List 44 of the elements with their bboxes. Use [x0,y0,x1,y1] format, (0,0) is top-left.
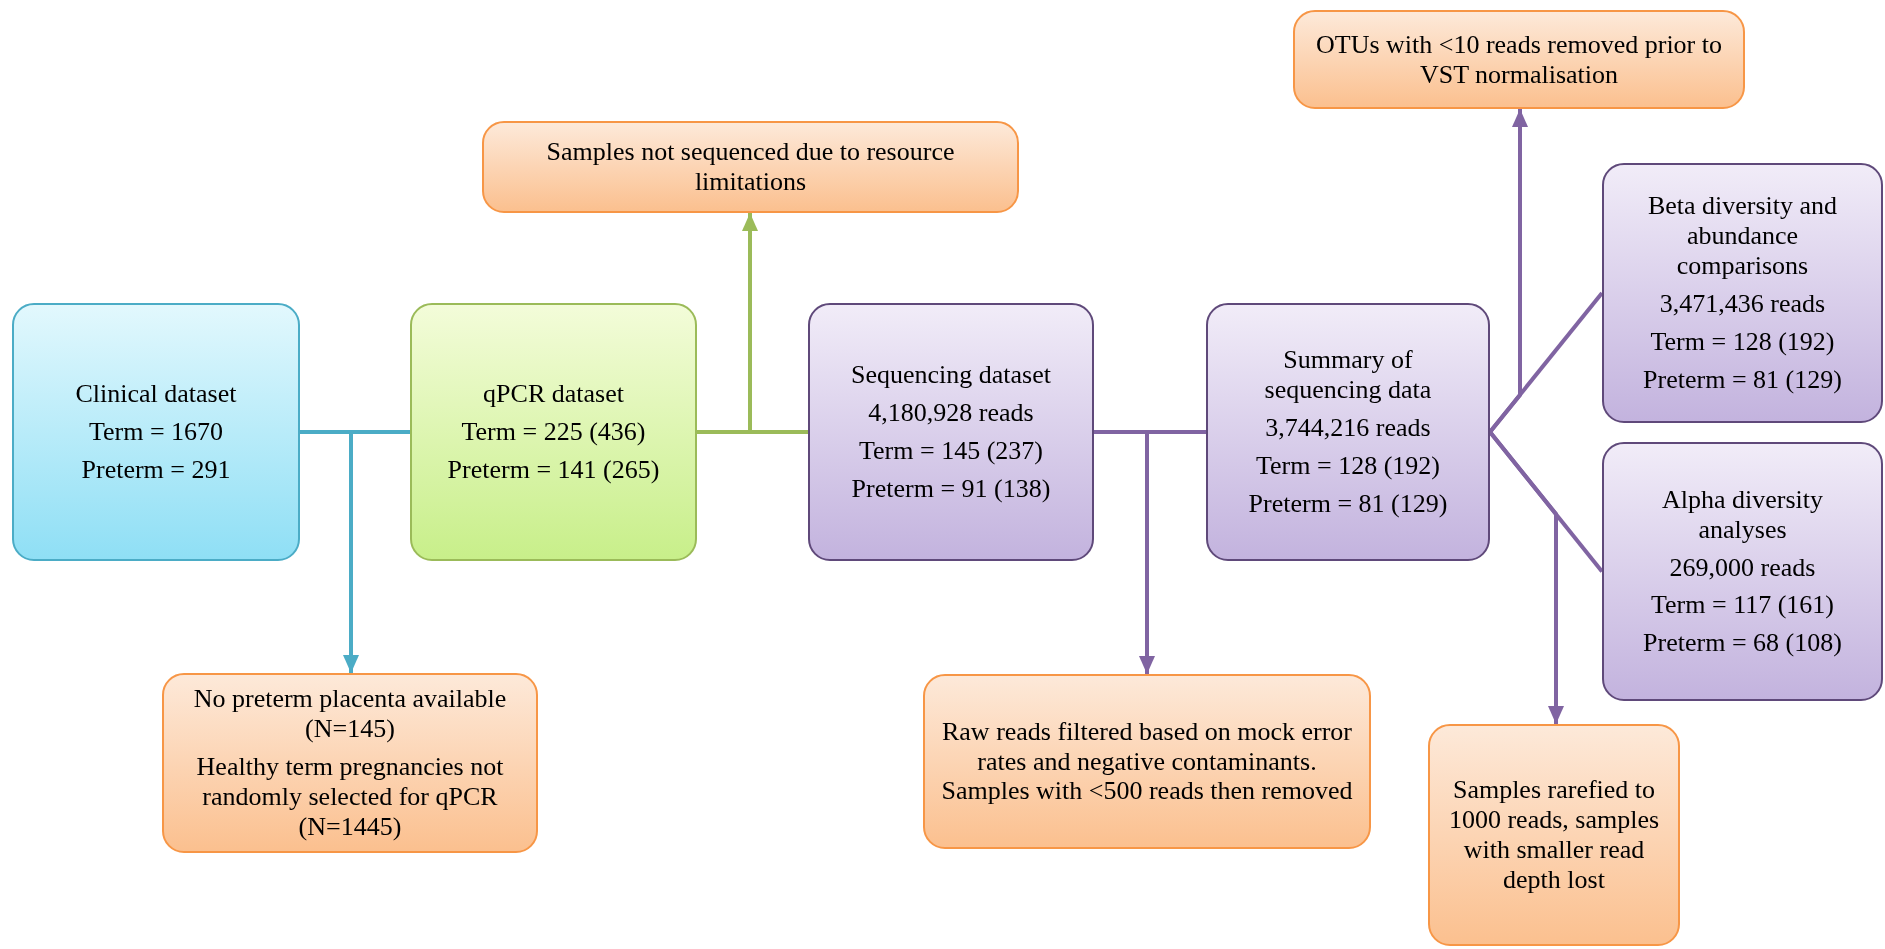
box-text: Preterm = 291 [81,454,231,485]
exclusion-box [482,121,1019,213]
box-text: Term = 1670 [88,417,224,447]
box-text: Preterm = 141 (265) [447,454,660,485]
dataset-box [1602,163,1883,423]
box-text: 4,180,928 reads [868,398,1034,428]
box-heading: OTUs with <10 reads removed prior to VST normalisation [1315,29,1723,90]
box-text: Term = 117 (161) [1651,590,1834,621]
box-heading: No preterm placenta available (N=145) [192,684,508,745]
box-heading: Alpha diversity analyses [1661,484,1824,545]
arrow [1488,430,1564,724]
exclusion-box [162,673,538,853]
connector-line [1488,291,1604,434]
box-heading: Sequencing dataset [851,360,1051,391]
box-text: Preterm = 68 (108) [1643,628,1842,659]
dataset-box [808,303,1094,561]
dataset-box [1602,442,1883,701]
box-heading: Summary of sequencing data [1263,345,1433,406]
exclusion-box [1428,724,1680,946]
arrow [300,430,359,673]
dataset-box [12,303,300,561]
box-text: Preterm = 81 (129) [1643,364,1842,395]
box-text: Term = 128 (192) [1256,450,1440,481]
box-text: Preterm = 91 (138) [851,473,1051,504]
box-text: Preterm = 81 (129) [1248,488,1448,519]
box-text: Healthy term pregnancies not randomly selected for qPCR (N=1445) [195,752,505,842]
arrow [1094,430,1155,674]
box-heading: Samples rarefied to 1000 reads, samples with smaller read depth lost [1447,775,1661,895]
exclusion-box [1293,10,1745,109]
box-text: Term = 225 (436) [461,417,646,447]
box-heading: qPCR dataset [483,379,624,410]
box-text: 3,744,216 reads [1265,413,1431,443]
box-heading: Clinical dataset [75,379,237,410]
dataset-box [1206,303,1490,561]
exclusion-box [923,674,1371,849]
box-heading: Samples not sequenced due to resource limitations [545,137,956,197]
box-heading: Raw reads filtered based on mock error rates and negative contaminants. Samples with <500 reads then removed [940,716,1354,807]
box-text: Term = 145 (237) [859,436,1043,466]
box-text: 3,471,436 reads [1659,289,1826,319]
arrow [697,213,758,434]
box-text: 269,000 reads [1669,552,1816,583]
box-text: Term = 128 (192) [1650,326,1835,357]
box-heading: Beta diversity and abundance comparisons [1646,191,1839,281]
dataset-box [410,303,697,561]
